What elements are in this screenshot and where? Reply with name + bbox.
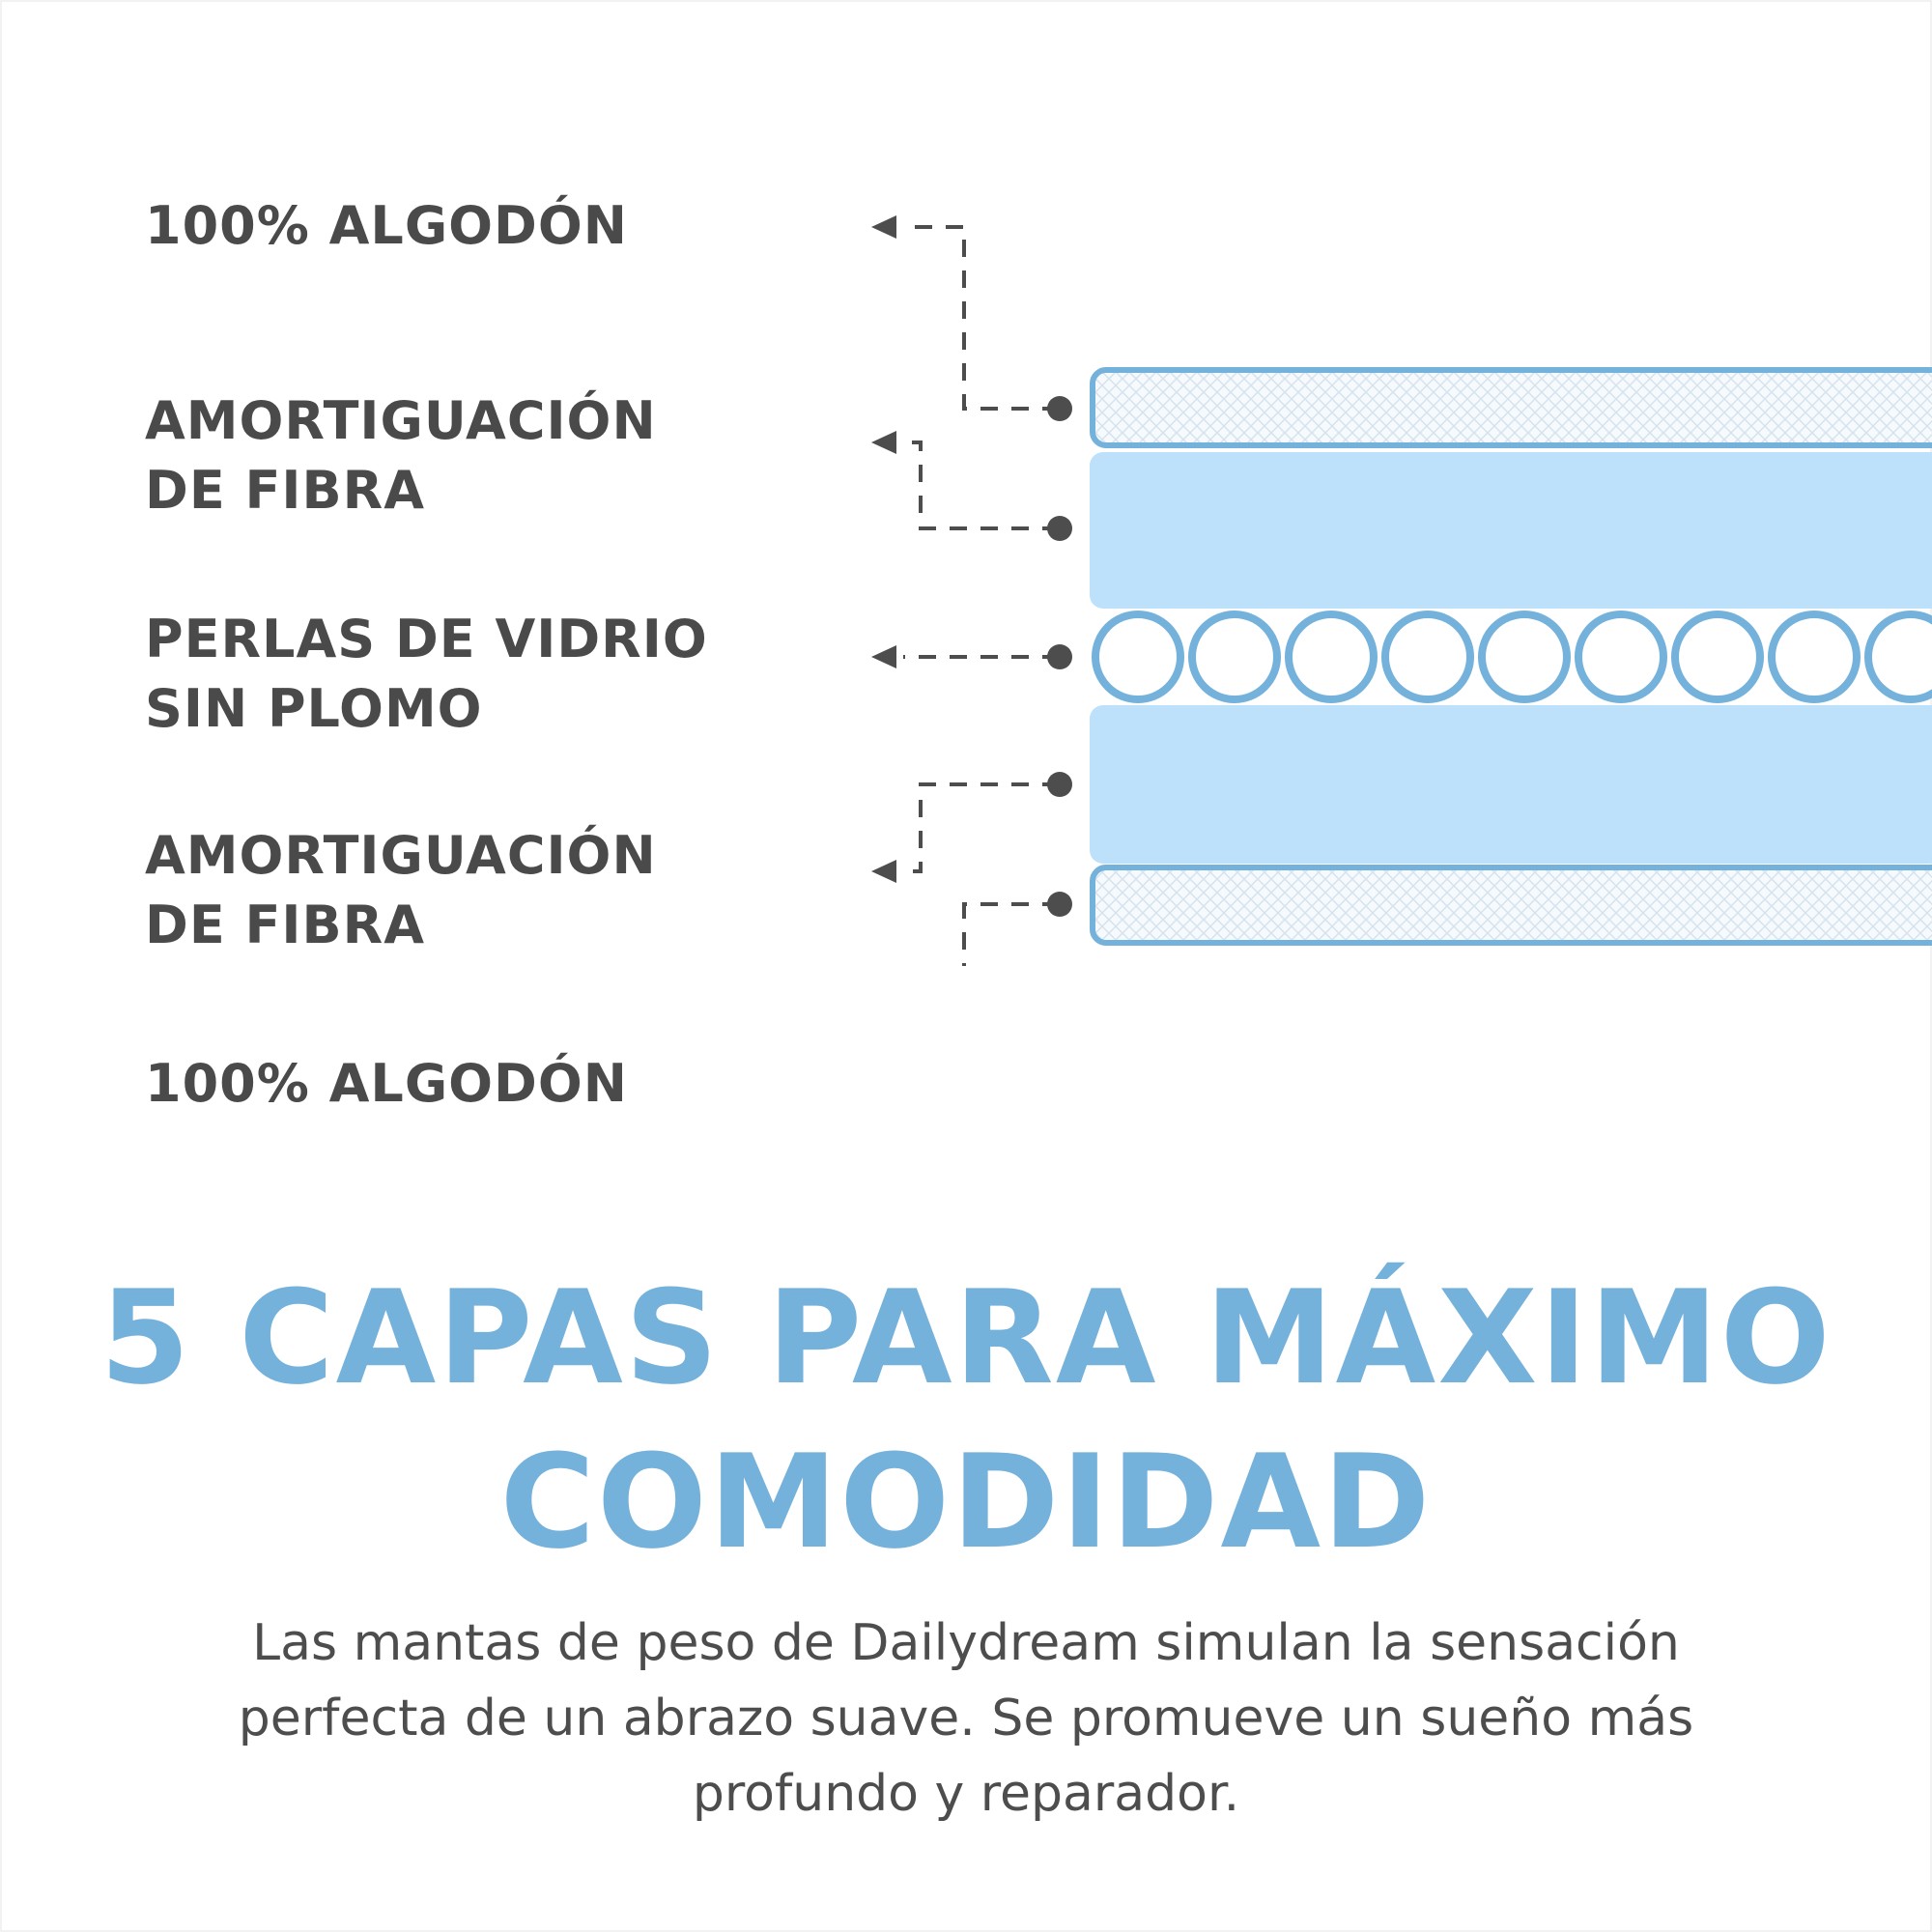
headline-line-2: COMODIDAD bbox=[499, 1427, 1433, 1577]
layer-label-glass-beads: PERLAS DE VIDRIO SIN PLOMO bbox=[145, 609, 708, 739]
glass-bead-icon bbox=[1671, 611, 1764, 703]
cotton-layer-bottom bbox=[1090, 865, 1932, 946]
connector-line-5 bbox=[962, 902, 1060, 966]
connector-dot-5 bbox=[1047, 892, 1072, 917]
glass-bead-icon bbox=[1575, 611, 1667, 703]
cotton-layer-top bbox=[1090, 367, 1932, 448]
connector-line-2 bbox=[903, 440, 1060, 530]
glass-bead-icon bbox=[1864, 611, 1932, 703]
arrow-left-icon-3 bbox=[871, 645, 896, 668]
layer-label-fiber-top: AMORTIGUACIÓN DE FIBRA bbox=[145, 390, 657, 521]
connector-dot-2 bbox=[1047, 516, 1072, 541]
layer-diagram bbox=[871, 215, 1932, 966]
headline-line-1: 5 CAPAS PARA MÁXIMO bbox=[99, 1263, 1833, 1413]
connector-line-4 bbox=[903, 782, 1060, 873]
headline: 5 CAPAS PARA MÁXIMO COMODIDAD bbox=[0, 1256, 1932, 1584]
glass-bead-icon bbox=[1381, 611, 1474, 703]
connector-line-1 bbox=[903, 225, 1060, 411]
glass-bead-icon bbox=[1768, 611, 1861, 703]
layer-label-cotton-top: 100% ALGODÓN bbox=[145, 195, 628, 256]
glass-bead-layer bbox=[1092, 611, 1932, 703]
glass-bead-icon bbox=[1092, 611, 1184, 703]
glass-bead-icon bbox=[1285, 611, 1378, 703]
description-text: Las mantas de peso de Dailydream simulan… bbox=[238, 1614, 1694, 1823]
layer-label-cotton-bottom: 100% ALGODÓN bbox=[145, 1053, 628, 1114]
arrow-left-icon-2 bbox=[871, 431, 896, 454]
glass-bead-icon bbox=[1478, 611, 1571, 703]
connector-dot-4 bbox=[1047, 772, 1072, 797]
glass-bead-icon bbox=[1188, 611, 1281, 703]
fiber-layer-top bbox=[1090, 452, 1932, 609]
connector-dot-1 bbox=[1047, 396, 1072, 421]
connector-dot-3 bbox=[1047, 644, 1072, 669]
arrow-left-icon-1 bbox=[871, 215, 896, 239]
arrow-left-icon-4 bbox=[871, 860, 896, 883]
layer-label-fiber-bottom: AMORTIGUACIÓN DE FIBRA bbox=[145, 825, 657, 955]
fiber-layer-bottom bbox=[1090, 705, 1932, 864]
